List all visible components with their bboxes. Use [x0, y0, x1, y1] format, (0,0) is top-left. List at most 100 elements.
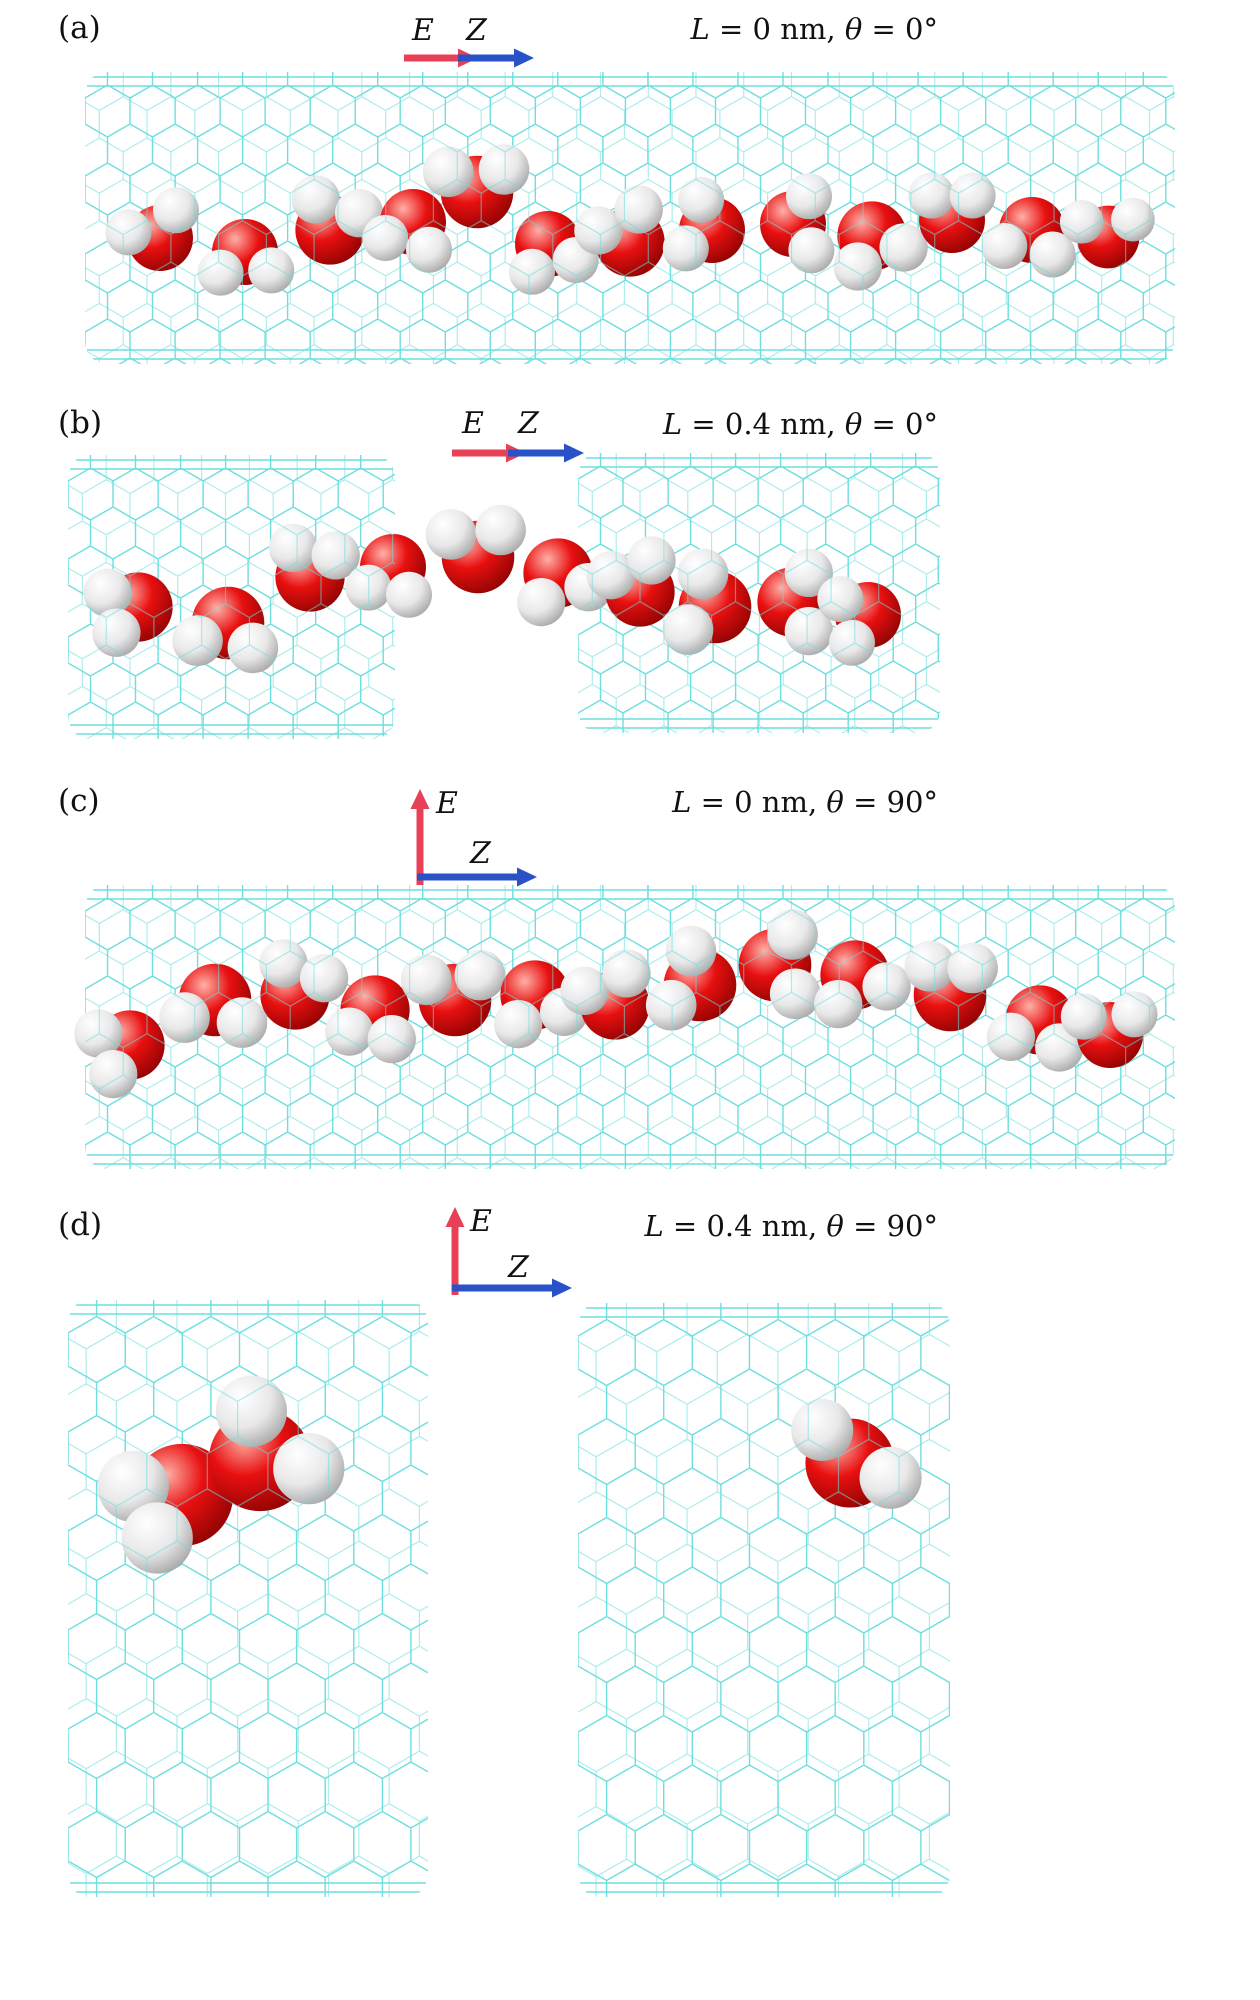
hydrogen-atom: [406, 226, 452, 273]
condition-label: L = 0 nm, θ = 90°: [672, 785, 938, 819]
carbon-nanotube: [578, 1303, 950, 1897]
hydrogen-atom: [908, 172, 955, 219]
hydrogen-atom: [494, 999, 543, 1049]
water-molecule: [908, 172, 996, 253]
hydrogen-atom: [859, 1446, 922, 1509]
water-molecule: [425, 504, 526, 594]
hydrogen-atom: [981, 223, 1028, 269]
water-molecule: [1060, 991, 1158, 1068]
z-axis-arrow: [458, 48, 534, 68]
panel-label: (c): [58, 783, 100, 819]
simulation-scene-d: EZ: [68, 1204, 950, 1897]
hydrogen-atom: [678, 176, 725, 223]
carbon-nanotube: [68, 455, 395, 739]
z-axis-arrow: [452, 1278, 572, 1298]
hydrogen-atom: [784, 548, 833, 598]
carbon-nanotube: [68, 1300, 428, 1897]
water-molecule: [400, 949, 506, 1037]
condition-text: = 0°: [862, 407, 938, 441]
hydrogen-atom: [1111, 197, 1155, 242]
water-molecule: [172, 586, 279, 674]
water-molecule: [904, 940, 998, 1032]
hydrogen-atom: [791, 1398, 854, 1461]
condition-label: L = 0 nm, θ = 0°: [691, 12, 938, 46]
hydrogen-atom: [422, 146, 474, 198]
z-axis-label: Z: [465, 13, 488, 48]
var-L: L: [672, 785, 692, 819]
hydrogen-atom: [627, 536, 676, 585]
water-molecule: [645, 925, 737, 1031]
hydrogen-atom: [879, 223, 928, 272]
e-field-label: E: [461, 406, 484, 441]
e-field-label: E: [411, 13, 434, 48]
var-L: L: [644, 1209, 664, 1243]
water-molecule: [662, 548, 752, 655]
water-molecule: [83, 568, 173, 657]
water-molecule: [197, 219, 295, 296]
water-molecule: [362, 189, 452, 273]
hydrogen-atom: [478, 144, 530, 195]
condition-text: = 0.4 nm,: [663, 1209, 827, 1243]
hydrogen-atom: [904, 940, 956, 992]
panel-label: (b): [58, 405, 103, 441]
z-axis-label: Z: [469, 836, 492, 871]
water-molecule: [738, 909, 821, 1020]
var-theta: θ: [826, 785, 844, 819]
water-molecule: [74, 1009, 165, 1099]
water-molecule: [981, 197, 1076, 278]
hydrogen-atom: [817, 576, 864, 622]
hydrogen-atom: [784, 606, 833, 656]
hydrogen-atom: [74, 1009, 123, 1058]
hydrogen-atom: [786, 173, 832, 220]
carbon-nanotube-front-wall: [68, 455, 395, 739]
hydrogen-atom: [662, 604, 714, 655]
hydrogen-atom: [665, 925, 717, 977]
condition-text: = 90°: [843, 1209, 938, 1243]
e-field-label: E: [469, 1204, 492, 1239]
z-axis-label: Z: [517, 406, 540, 441]
hydrogen-atom: [425, 509, 477, 560]
hydrogen-atom: [153, 187, 199, 234]
hydrogen-atom: [662, 225, 709, 272]
hydrogen-atom: [517, 577, 566, 627]
carbon-nanotube-front-wall: [578, 1303, 950, 1897]
water-molecule: [325, 975, 416, 1064]
hydrogen-atom: [299, 954, 349, 1003]
hydrogen-atom: [215, 1375, 288, 1447]
condition-text: = 90°: [843, 785, 938, 819]
condition-text: = 0.4 nm,: [682, 407, 845, 441]
hydrogen-atom: [602, 949, 651, 998]
condition-text: = 0°: [862, 12, 938, 46]
var-theta: θ: [826, 1209, 844, 1243]
carbon-nanotube-front-wall: [68, 1300, 428, 1897]
water-molecule: [269, 523, 360, 612]
e-field-arrow: [410, 789, 430, 885]
carbon-nanotube: [85, 885, 1175, 1169]
hydrogen-atom: [1059, 199, 1104, 244]
hydrogen-atom: [121, 1502, 193, 1574]
carbon-nanotube-front-wall: [85, 885, 1175, 1169]
hydrogen-atom: [814, 979, 863, 1029]
hydrogen-atom: [677, 548, 729, 600]
water-molecule: [986, 985, 1084, 1072]
water-molecule: [208, 1375, 345, 1512]
simulation-scene-c: EZ: [74, 786, 1175, 1169]
condition-label: L = 0.4 nm, θ = 90°: [644, 1209, 938, 1243]
water-molecule: [345, 534, 432, 618]
hydrogen-atom: [769, 968, 821, 1020]
hydrogen-atom: [454, 949, 506, 1001]
hydrogen-atom: [325, 1007, 374, 1056]
water-molecule: [422, 144, 530, 229]
hydrogen-atom: [259, 939, 308, 988]
hydrogen-atom: [89, 1049, 138, 1099]
hydrogen-atom: [172, 615, 223, 666]
hydrogen-atom: [1060, 993, 1107, 1040]
carbon-nanotube-front-wall: [578, 453, 940, 733]
z-axis-arrow: [508, 443, 584, 463]
hydrogen-atom: [273, 1432, 345, 1505]
hydrogen-atom: [1029, 231, 1076, 278]
hydrogen-atom: [509, 248, 555, 295]
